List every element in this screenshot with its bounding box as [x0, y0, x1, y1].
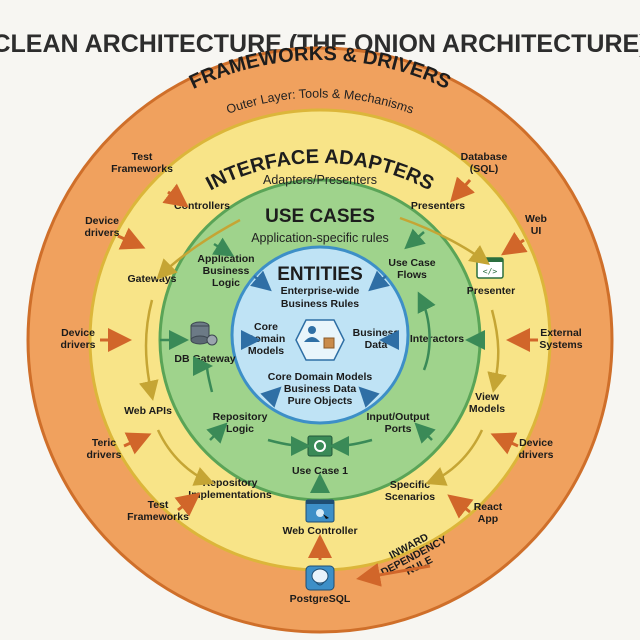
dependency-arrow — [192, 356, 214, 393]
adapter-label-web-controller: Web Controller — [282, 525, 357, 537]
dependency-arrow — [399, 216, 491, 265]
dependency-arrow — [206, 422, 228, 444]
presenter-code-icon: </> — [476, 257, 504, 279]
usecase-label-db-gateway: DB Gateway — [174, 353, 235, 365]
dependency-arrow — [417, 291, 436, 371]
db-gateway-icon — [190, 321, 218, 346]
dependency-arrow — [487, 309, 507, 393]
adapter-label-presenters: Presenters — [411, 200, 465, 212]
dependency-arrow — [490, 432, 519, 455]
adapter-label-presenter: Presenter — [467, 285, 515, 297]
dependency-arrow — [501, 232, 528, 256]
dependency-arrow — [329, 435, 373, 456]
dependency-arrow — [162, 183, 189, 208]
outer-label-database-sql: Database(SQL) — [461, 151, 508, 175]
dependency-arrow — [414, 422, 436, 444]
entities-title: ENTITIES — [277, 264, 363, 285]
dependency-arrow — [368, 270, 390, 292]
entities-subtitle-2: Business Rules — [281, 298, 359, 310]
web-controller-icon — [305, 499, 335, 523]
dependency-arrow — [156, 429, 215, 486]
dependency-arrows — [100, 176, 538, 587]
dependency-arrow — [450, 176, 475, 203]
dependency-arrow — [356, 563, 431, 587]
outer-label-postgresql: PostgreSQL — [290, 593, 351, 605]
usecase-label-interactors: Interactors — [410, 333, 464, 345]
svg-text:</>: </> — [483, 267, 498, 276]
dependency-arrow — [117, 227, 146, 250]
dependency-arrow — [156, 218, 241, 280]
dependency-arrow — [358, 386, 380, 408]
dependency-arrow — [404, 228, 426, 250]
usecases-title: USE CASES — [265, 206, 375, 227]
dependency-arrow — [267, 435, 311, 456]
adapter-label-web-apis: Web APIs — [124, 405, 172, 417]
entity-hexagon-icon — [295, 319, 345, 361]
entities-subtitle-1: Enterprise-wide — [281, 285, 360, 297]
dependency-arrow — [425, 429, 484, 486]
use-case-gear-icon — [307, 435, 333, 457]
postgresql-icon — [305, 565, 335, 591]
dependency-arrow — [260, 386, 282, 408]
dependency-arrow — [211, 237, 235, 257]
usecases-subtitle: Application-specific rules — [251, 231, 389, 245]
adapters-subtitle: Adapters/Presenters — [263, 173, 377, 187]
dependency-arrow — [123, 432, 152, 455]
adapter-label-gateways: Gateways — [127, 273, 176, 285]
dependency-arrow — [174, 492, 201, 517]
dependency-arrow — [447, 494, 474, 519]
dependency-arrow — [138, 299, 159, 401]
usecase-label-use-case-1: Use Case 1 — [292, 465, 348, 477]
dependency-arrow — [250, 270, 272, 292]
